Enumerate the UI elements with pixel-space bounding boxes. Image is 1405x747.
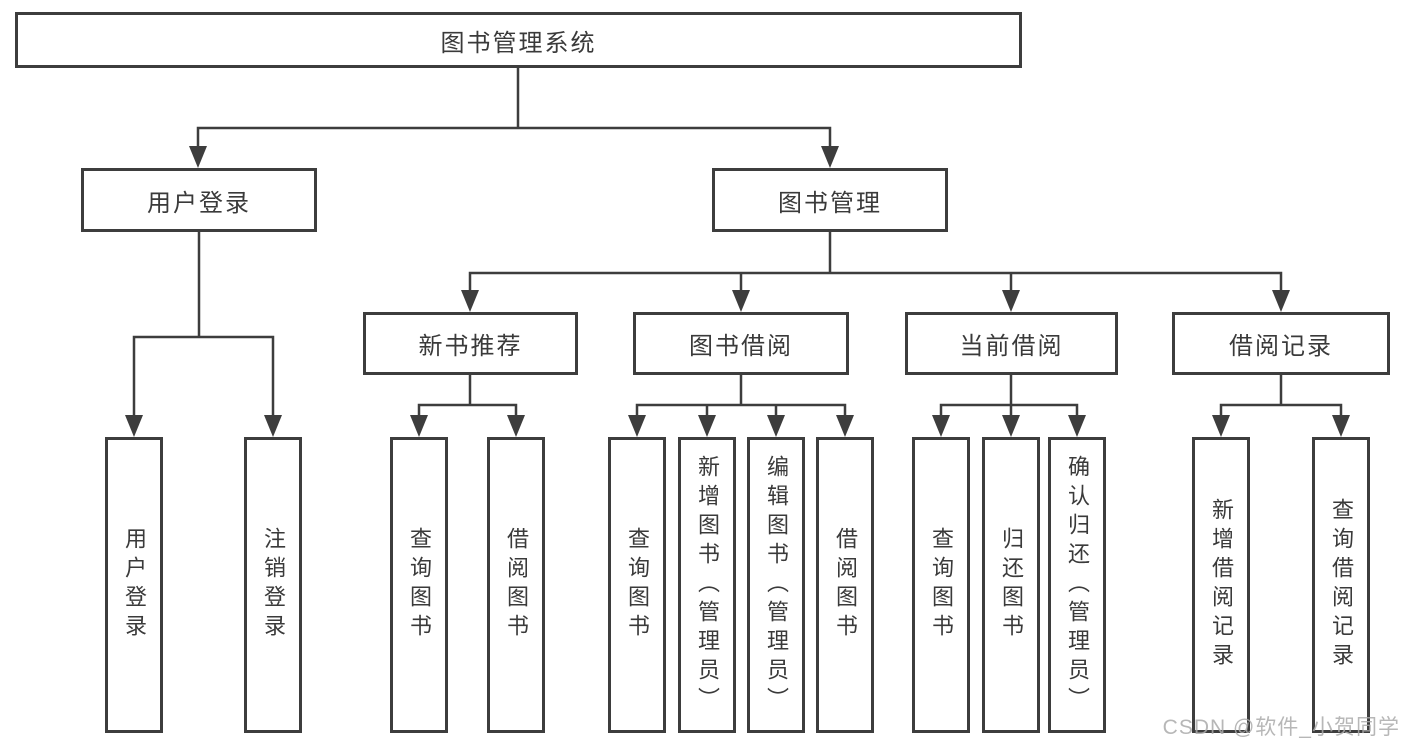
leaf-add-books-admin: 新增图书（管理员） <box>678 437 736 733</box>
node-borrowing-records: 借阅记录 <box>1172 312 1390 375</box>
connector-borrow-record-branch <box>1219 373 1343 421</box>
leaf-borrow-books-recommend: 借阅图书 <box>487 437 545 733</box>
node-book-borrowing: 图书借阅 <box>633 312 849 375</box>
leaf-logout-login: 注销登录 <box>244 437 302 733</box>
csdn-watermark: CSDN @软件_小贺同学 <box>1162 716 1400 739</box>
node-current-borrowing: 当前借阅 <box>905 312 1118 375</box>
leaf-query-books-recommend: 查询图书 <box>390 437 448 733</box>
connector-root-branch <box>196 66 832 152</box>
leaf-query-books-borrow: 查询图书 <box>608 437 666 733</box>
node-new-book-recommendation: 新书推荐 <box>363 312 578 375</box>
node-user-login: 用户登录 <box>81 168 317 232</box>
connector-book-borrow-branch <box>635 373 847 421</box>
leaf-add-borrow-record: 新增借阅记录 <box>1192 437 1250 733</box>
leaf-return-books: 归还图书 <box>982 437 1040 733</box>
connector-book-management-branch <box>468 230 1283 296</box>
node-book-management: 图书管理 <box>712 168 948 232</box>
connector-current-borrow-branch <box>939 373 1079 421</box>
leaf-query-borrow-record: 查询借阅记录 <box>1312 437 1370 733</box>
connector-user-login-branch <box>132 230 275 421</box>
leaf-edit-books-admin: 编辑图书（管理员） <box>747 437 805 733</box>
leaf-confirm-return-admin: 确认归还（管理员） <box>1048 437 1106 733</box>
leaf-user-login: 用户登录 <box>105 437 163 733</box>
leaf-borrow-books: 借阅图书 <box>816 437 874 733</box>
node-library-management-system: 图书管理系统 <box>15 12 1022 68</box>
leaf-query-books-current: 查询图书 <box>912 437 970 733</box>
connector-new-book-branch <box>417 373 518 421</box>
